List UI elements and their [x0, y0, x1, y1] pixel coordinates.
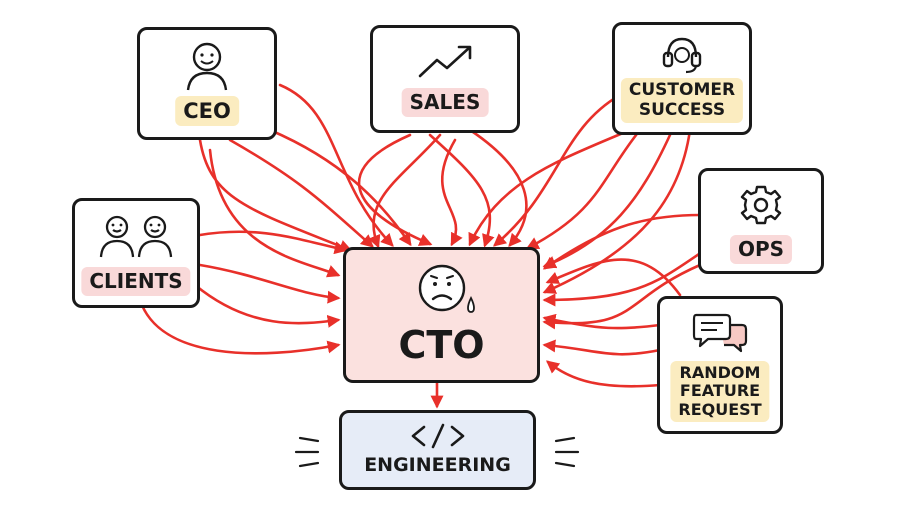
arrow-cs-cto — [493, 93, 622, 247]
node-customer-success-label-line2: SUCCESS — [638, 99, 726, 120]
arrow-sales-cto — [357, 133, 433, 246]
arrow-cs-cto — [468, 128, 632, 247]
arrow-cs-cto — [525, 128, 642, 250]
arrow-rfr-cto — [542, 339, 662, 356]
node-engineering-label: ENGINEERING — [364, 454, 511, 476]
arrow-rfr-cto — [545, 258, 682, 297]
arrow-ceo-cto — [208, 148, 341, 278]
node-clients-label: CLIENTS — [81, 267, 191, 296]
motion-lines — [294, 436, 580, 468]
arrow-sales-cto — [441, 138, 463, 247]
node-sales: SALES — [370, 25, 520, 133]
sad-face-icon — [418, 264, 475, 313]
trend-up-icon — [418, 45, 472, 78]
node-rfr-label-line1: RANDOM — [679, 363, 761, 382]
arrow-clients-cto — [138, 298, 341, 355]
arrow-clients-cto — [198, 263, 341, 304]
node-random-feature-request: RANDOM FEATURE REQUEST — [657, 296, 783, 434]
node-cto: CTO — [343, 247, 540, 383]
node-ceo-label: CEO — [175, 96, 239, 127]
node-customer-success-label: CUSTOMER SUCCESS — [620, 78, 744, 124]
node-engineering: ENGINEERING — [339, 410, 536, 490]
arrow-ceo-cto — [198, 138, 353, 253]
arrow-cs-cto — [542, 133, 672, 269]
node-ceo: CEO — [137, 27, 277, 140]
arrow-cs-cto — [542, 128, 692, 294]
node-clients: CLIENTS — [72, 198, 200, 308]
node-customer-success-label-line1: CUSTOMER — [628, 80, 736, 100]
person-icon — [186, 42, 228, 91]
arrow-rfr-cto — [545, 360, 662, 388]
gear-icon — [740, 185, 782, 225]
headset-icon — [662, 37, 702, 74]
node-ops-label: OPS — [729, 235, 793, 264]
arrow-ops-cto — [542, 213, 702, 270]
node-random-feature-request-label: RANDOM FEATURE REQUEST — [670, 361, 770, 423]
arrow-ceo-cto — [278, 83, 394, 247]
node-cto-label: CTO — [398, 323, 485, 367]
code-icon — [411, 423, 464, 449]
arrow-ops-cto — [542, 248, 707, 307]
request-arrows — [138, 83, 707, 409]
people-icon — [99, 215, 173, 258]
arrow-sales-cto — [428, 133, 495, 248]
node-ops: OPS — [698, 168, 824, 274]
node-rfr-label-line2: FEATURE — [679, 381, 761, 401]
node-customer-success: CUSTOMER SUCCESS — [612, 22, 752, 135]
node-rfr-label-line3: REQUEST — [678, 399, 762, 419]
arrow-clients-cto — [198, 230, 348, 255]
arrow-ceo-cto — [228, 138, 374, 248]
chat-bubbles-icon — [692, 313, 748, 353]
node-sales-label: SALES — [401, 88, 489, 117]
arrow-sales-cto — [468, 128, 528, 247]
arrow-sales-cto — [368, 133, 442, 249]
arrow-rfr-cto — [542, 313, 662, 330]
arrow-clients-cto — [193, 283, 341, 328]
